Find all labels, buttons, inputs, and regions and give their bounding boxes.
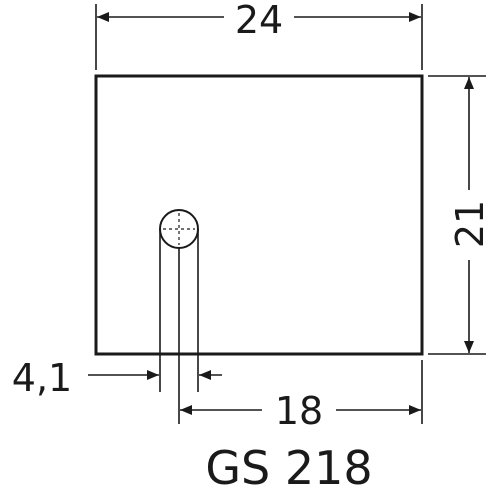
hole-offset-dimension-label: 18 bbox=[275, 389, 323, 433]
plate-outline bbox=[94, 74, 424, 356]
width-dimension-label: 24 bbox=[235, 0, 283, 42]
mounting-hole bbox=[159, 209, 199, 249]
part-code-label: GS 218 bbox=[205, 441, 372, 495]
height-dimension-label: 21 bbox=[448, 200, 492, 248]
hole-diameter-label: 4,1 bbox=[12, 356, 72, 400]
